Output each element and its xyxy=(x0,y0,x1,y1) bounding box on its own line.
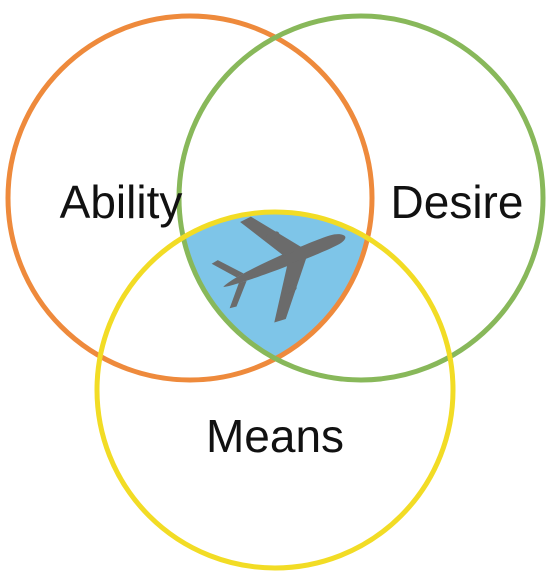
means-circle xyxy=(94,209,456,571)
ability-label: Ability xyxy=(60,176,183,228)
desire-label: Desire xyxy=(391,176,524,228)
airplane-icon xyxy=(211,216,346,323)
means-label: Means xyxy=(206,410,344,462)
desire-circle xyxy=(176,13,546,383)
ability-circle xyxy=(5,13,375,383)
